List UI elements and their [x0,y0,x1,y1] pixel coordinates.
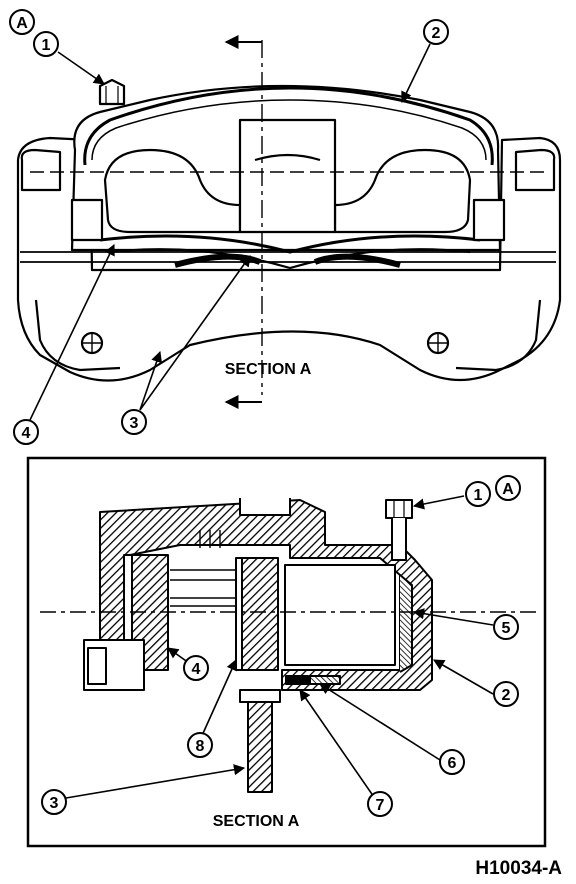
svg-text:6: 6 [448,755,457,772]
guide-pin-left [70,198,104,242]
svg-text:2: 2 [432,25,441,42]
svg-text:8: 8 [196,738,205,755]
svg-text:3: 3 [130,415,139,432]
section-callout-1: 1 [465,481,491,507]
housing-window-right [333,148,472,234]
section-callout-8: 8 [187,732,213,758]
section-callout-2: 2 [493,681,519,707]
section-leader-lines [65,495,494,801]
guide-pin-right [472,198,506,242]
section-view-label: SECTION A [213,813,300,830]
svg-text:1: 1 [474,487,483,504]
section-callout-6: 6 [439,749,465,775]
top-callout-3: 3 [121,409,147,435]
left-lug [34,299,121,372]
svg-text:3: 3 [50,795,59,812]
section-view-assembly [83,498,433,793]
section-bolt [385,499,413,519]
svg-text:1: 1 [42,37,51,54]
rotor-section [247,699,273,793]
top-callout-view-tag: A [9,9,35,35]
section-callout-3: 3 [41,789,67,815]
figure-id: H10034-A [475,858,562,879]
dust-boot [309,675,341,685]
svg-text:4: 4 [22,425,31,442]
top-section-label: SECTION A [225,361,312,378]
right-lug [455,299,542,372]
section-callout-7: 7 [367,791,393,817]
outer-pad-section [239,557,279,671]
svg-text:5: 5 [502,620,511,637]
rotor-band [20,251,556,263]
svg-text:7: 7 [376,797,385,814]
top-view-assembly [16,40,562,395]
housing-bridge [238,118,337,234]
top-callout-4: 4 [13,419,39,445]
piston-seal [285,675,309,685]
anchor-bracket [16,136,562,382]
top-callout-1: 1 [33,31,59,57]
caliper-body-section [99,499,433,691]
svg-text:2: 2 [502,687,511,704]
svg-text:4: 4 [192,661,201,678]
section-callout-5: 5 [493,614,519,640]
brake-shoe-curve [99,234,481,254]
housing-window-left [103,148,242,234]
svg-text:A: A [502,481,514,498]
anti-rattle-spring [83,86,494,166]
top-callout-2: 2 [423,19,449,45]
section-callout-4: 4 [183,655,209,681]
top-leader-lines [29,43,431,421]
svg-text:A: A [16,15,28,32]
section-callout-view-tag: A [495,475,521,501]
bore-lining [399,574,413,673]
